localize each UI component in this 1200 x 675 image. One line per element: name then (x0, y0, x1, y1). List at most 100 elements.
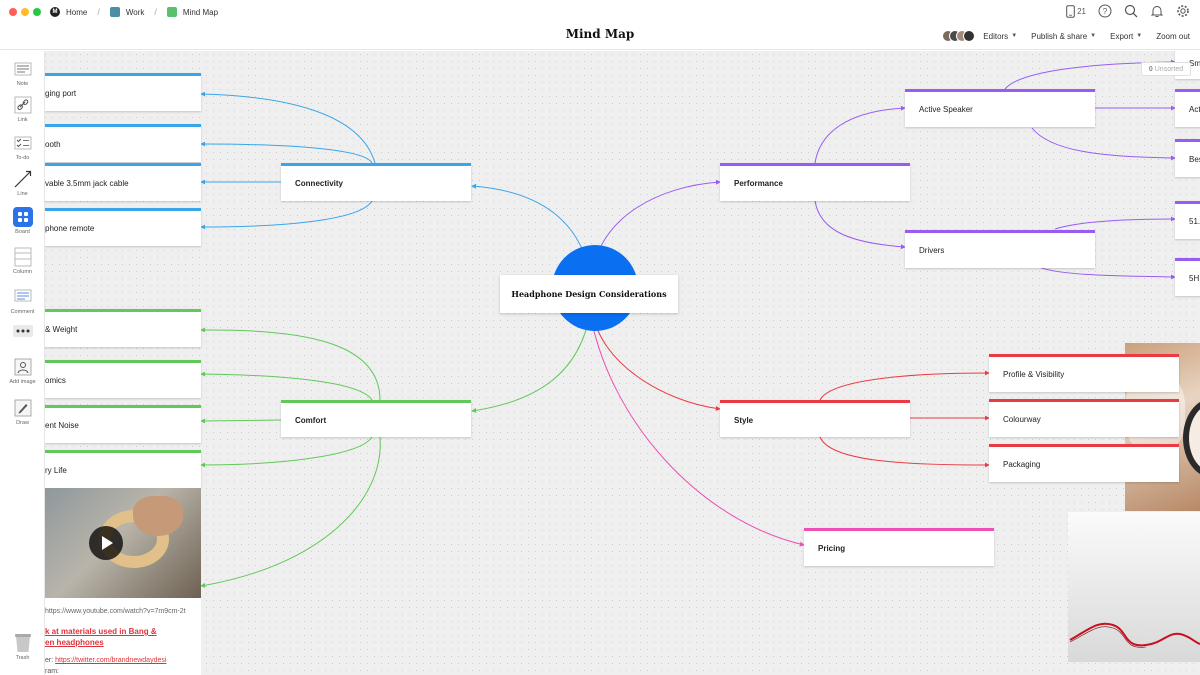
style-child[interactable]: Colourway (989, 399, 1179, 437)
minimize-window-button[interactable] (21, 8, 29, 16)
branch-pricing[interactable]: Pricing (804, 528, 994, 566)
breadcrumb-home[interactable]: M Home (50, 7, 87, 17)
breadcrumb-mind-map[interactable]: Mind Map (166, 7, 218, 17)
settings-gear-icon[interactable] (1176, 4, 1190, 18)
link-comfort-child-5 (200, 436, 381, 588)
style-child-label: Colourway (1003, 415, 1041, 424)
tool-line-label: Line (17, 191, 28, 197)
comfort-child[interactable]: omics (45, 360, 201, 398)
performance-grandchild[interactable]: Bes (1175, 139, 1200, 177)
tool-link[interactable]: Link (0, 95, 45, 123)
performance-grandchild[interactable]: Act (1175, 89, 1200, 127)
article-link-line-2: en headphones (45, 638, 104, 647)
comfort-child[interactable]: ent Noise (45, 405, 201, 443)
breadcrumb-separator: / (97, 7, 100, 17)
line-icon (13, 169, 33, 189)
editor-avatars[interactable] (942, 30, 976, 42)
connectivity-child[interactable]: vable 3.5mm jack cable (45, 163, 201, 201)
comfort-child-label: & Weight (45, 325, 78, 334)
export-dropdown[interactable]: Export ▼ (1110, 32, 1142, 41)
photo-headphone-ring (1183, 398, 1200, 478)
performance-child-drivers[interactable]: Drivers (905, 230, 1095, 268)
performance-grandchild[interactable]: 51. (1175, 201, 1200, 239)
device-count: 21 (1077, 6, 1086, 16)
tool-board[interactable]: Board (0, 207, 45, 235)
phone-icon (1066, 4, 1075, 18)
comfort-child[interactable]: ry Life (45, 450, 201, 488)
article-link[interactable]: k at materials used in Bang & en headpho… (45, 626, 157, 648)
connectivity-child[interactable]: ging port (45, 73, 201, 111)
video-url[interactable]: https://www.youtube.com/watch?v=7m9cm-2t (45, 608, 186, 615)
board-title: Mind Map (565, 27, 635, 41)
twitter-link[interactable]: https://twitter.com/brandnewdaydesi (55, 657, 167, 664)
connectivity-child-label: ooth (45, 140, 61, 149)
link-connectivity-child-2 (200, 141, 373, 164)
help-icon[interactable]: ? (1098, 4, 1112, 18)
style-child-label: Packaging (1003, 460, 1041, 469)
branch-performance[interactable]: Performance (720, 163, 910, 201)
publish-share-dropdown[interactable]: Publish & share ▼ (1031, 32, 1096, 41)
central-topic-label: Headphone Design Considerations (511, 289, 667, 299)
board-canvas[interactable]: Headphone Design Considerations Connecti… (0, 51, 1200, 675)
video-card[interactable] (45, 488, 201, 598)
breadcrumb-work-label: Work (125, 7, 145, 17)
branch-pricing-label: Pricing (818, 544, 846, 553)
editors-dropdown[interactable]: Editors ▼ (983, 32, 1017, 41)
close-window-button[interactable] (9, 8, 17, 16)
search-icon[interactable] (1124, 4, 1138, 18)
notifications-bell-icon[interactable] (1150, 4, 1164, 18)
tool-note[interactable]: Note (0, 59, 45, 87)
top-bar: M Home / Work / Mind Map Mind Map 21 ? (0, 0, 1200, 50)
branch-connectivity[interactable]: Connectivity (281, 163, 471, 201)
unsorted-cards-button[interactable]: 0 Unsorted (1141, 62, 1191, 76)
link-comfort-child-1 (200, 327, 381, 401)
link-comfort-child-4 (200, 436, 373, 468)
editors-label: Editors (983, 31, 1009, 41)
maximize-window-button[interactable] (33, 8, 41, 16)
performance-grandchild-label: Bes (1189, 155, 1200, 164)
style-child[interactable]: Profile & Visibility (989, 354, 1179, 392)
tool-line[interactable]: Line (0, 169, 45, 197)
branch-style[interactable]: Style (720, 400, 910, 437)
article-link-line-1: k at materials used in Bang & (45, 627, 157, 636)
tool-more[interactable] (0, 321, 45, 341)
comfort-child-label: ent Noise (45, 421, 79, 430)
device-count-button[interactable]: 21 (1066, 4, 1086, 18)
svg-text:?: ? (1103, 7, 1108, 16)
tool-column[interactable]: Column (0, 247, 45, 275)
performance-grandchild[interactable]: 5H (1175, 258, 1200, 296)
breadcrumb-work[interactable]: Work (109, 7, 145, 17)
comfort-child-label: ry Life (45, 466, 67, 475)
tool-todo-label: To-do (15, 155, 30, 161)
notes-card[interactable]: https://www.youtube.com/watch?v=7m9cm-2t… (45, 598, 201, 675)
video-thumbnail-hand (133, 496, 183, 536)
performance-child-active-speaker[interactable]: Active Speaker (905, 89, 1095, 127)
chevron-down-icon: ▼ (1011, 33, 1018, 39)
cable-photo[interactable] (1068, 512, 1200, 662)
branch-connectivity-label: Connectivity (295, 179, 344, 188)
comfort-child[interactable]: & Weight (45, 309, 201, 347)
central-topic-card[interactable]: Headphone Design Considerations (500, 275, 678, 313)
comfort-child-label: omics (45, 376, 66, 385)
chevron-down-icon: ▼ (1090, 33, 1097, 39)
zoom-out-button[interactable]: Zoom out (1156, 32, 1190, 41)
connectivity-child-label: vable 3.5mm jack cable (45, 179, 129, 188)
milanote-logo-icon: M (50, 7, 60, 17)
trash-button[interactable]: Trash (0, 633, 45, 661)
branch-comfort-label: Comfort (295, 415, 327, 425)
play-button-icon[interactable] (89, 526, 123, 560)
link-connectivity-child-1 (200, 91, 376, 164)
tool-add-image[interactable]: Add image (0, 357, 45, 385)
top-right-icons: 21 ? (1066, 4, 1190, 18)
tool-draw[interactable]: Draw (0, 398, 45, 426)
tool-comment[interactable]: Comment (0, 287, 45, 315)
connectivity-child[interactable]: phone remote (45, 208, 201, 246)
trash-icon (13, 633, 33, 653)
connectivity-child[interactable]: ooth (45, 124, 201, 162)
tool-todo[interactable]: To-do (0, 133, 45, 161)
work-board-icon (109, 7, 120, 17)
link-active-speaker-bes (1031, 127, 1176, 161)
chevron-down-icon: ▼ (1136, 33, 1143, 39)
branch-comfort[interactable]: Comfort (281, 400, 471, 437)
style-child[interactable]: Packaging (989, 444, 1179, 482)
